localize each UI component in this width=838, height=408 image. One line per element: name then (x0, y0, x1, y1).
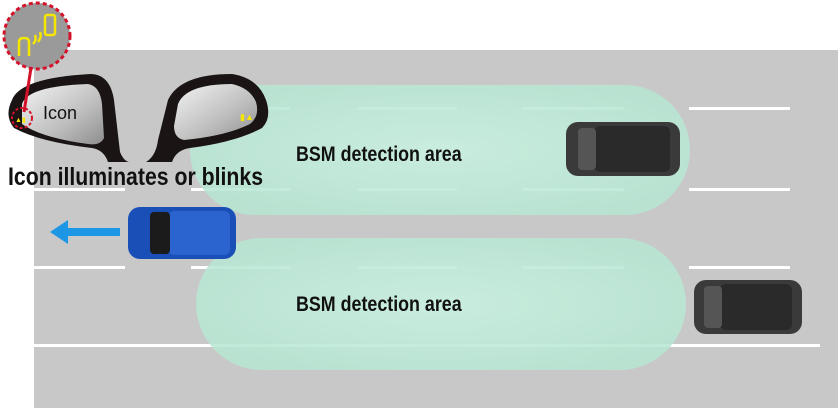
left-mirror (8, 74, 131, 162)
svg-text:▲▮: ▲▮ (15, 117, 26, 124)
subject-car (128, 207, 236, 259)
icon-label: Icon (43, 103, 78, 123)
detection-area-top-label: BSM detection area (296, 143, 462, 166)
other-car-bottom (694, 280, 802, 334)
detection-area-top (190, 85, 690, 215)
detection-area-bottom-label: BSM detection area (296, 293, 462, 316)
direction-arrow-left-icon (50, 220, 120, 244)
caption: Icon illuminates or blinks (8, 163, 264, 191)
other-car-top (566, 122, 680, 176)
right-mirror: ▮▲ (146, 74, 269, 162)
icon-callout: ▲▮ (2, 1, 72, 129)
detection-area-bottom (196, 238, 686, 370)
bsm-indicator-icon: ▮▲ (240, 112, 254, 122)
bsm-indicator-icon (17, 13, 57, 56)
